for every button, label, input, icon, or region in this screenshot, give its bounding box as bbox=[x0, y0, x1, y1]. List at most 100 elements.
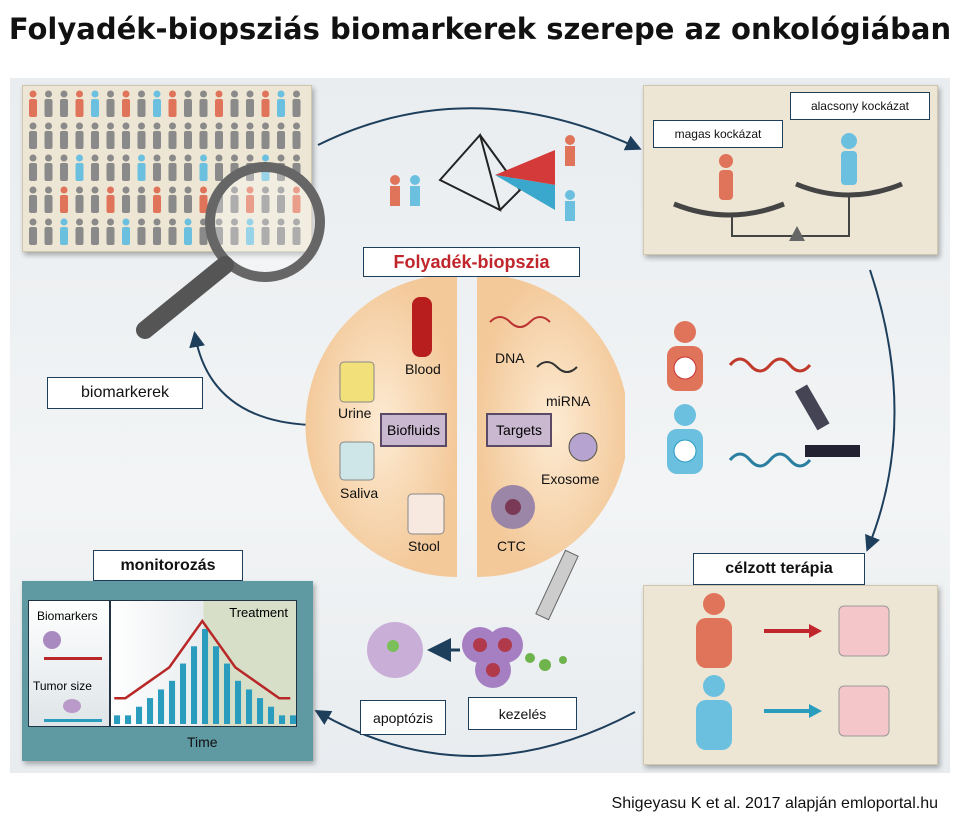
person-icon bbox=[91, 90, 99, 117]
person-icon bbox=[230, 122, 239, 149]
targeted-therapy-label: célzott terápia bbox=[693, 553, 865, 585]
person-icon bbox=[44, 90, 53, 117]
person-icon bbox=[230, 218, 239, 245]
person-icon bbox=[168, 154, 177, 181]
tumor-size-bar bbox=[279, 715, 286, 724]
person-icon bbox=[292, 90, 301, 117]
person-icon bbox=[44, 218, 53, 245]
person-icon bbox=[60, 218, 68, 245]
person-icon bbox=[277, 186, 285, 213]
person-icon bbox=[153, 122, 161, 149]
person-icon bbox=[153, 154, 161, 181]
person-icon bbox=[29, 218, 37, 245]
cell-icon bbox=[43, 631, 61, 649]
person-icon bbox=[106, 90, 115, 117]
treatment-cells-icon bbox=[367, 549, 579, 688]
person-icon bbox=[277, 90, 285, 117]
person-icon bbox=[91, 186, 99, 213]
person-icon bbox=[106, 186, 115, 213]
prism-stratification-icon bbox=[390, 132, 575, 221]
person-icon bbox=[153, 186, 161, 213]
legend-box: Biomarkers Tumor size bbox=[28, 600, 110, 727]
exosome-label: Exosome bbox=[541, 471, 600, 487]
targets-tag: Targets bbox=[486, 413, 552, 447]
person-icon bbox=[292, 186, 301, 213]
person-icon bbox=[91, 218, 99, 245]
person-icon bbox=[29, 186, 37, 213]
tumor-size-bar bbox=[268, 706, 275, 724]
person-icon bbox=[60, 186, 68, 213]
person-icon bbox=[199, 122, 208, 149]
tumor-size-bar bbox=[290, 715, 297, 724]
person-icon bbox=[261, 90, 270, 117]
monitoring-label: monitorozás bbox=[93, 550, 243, 581]
person-icon bbox=[215, 154, 223, 181]
tumor-size-bar bbox=[147, 698, 154, 724]
person-icon bbox=[122, 186, 130, 213]
tumor-size-bar bbox=[136, 706, 143, 724]
person-icon bbox=[168, 122, 177, 149]
person-icon bbox=[184, 154, 192, 181]
page-title: Folyadék-biopsziás biomarkerek szerepe a… bbox=[8, 12, 952, 46]
person-icon bbox=[184, 90, 192, 117]
therapy-patients-icon bbox=[696, 593, 890, 750]
person-icon bbox=[168, 186, 177, 213]
stool-label: Stool bbox=[408, 538, 440, 554]
tumor-size-bar bbox=[158, 689, 165, 724]
saliva-label: Saliva bbox=[340, 485, 379, 501]
biomarkers-label: biomarkerek bbox=[47, 377, 203, 409]
person-icon bbox=[199, 154, 208, 181]
tumor-size-bar bbox=[246, 689, 253, 724]
crowd-icon bbox=[29, 90, 301, 245]
person-icon bbox=[44, 154, 53, 181]
biomarker-line bbox=[114, 618, 291, 700]
person-icon bbox=[230, 90, 239, 117]
person-icon bbox=[261, 186, 270, 213]
treatment-label: kezelés bbox=[468, 697, 577, 730]
ctc-label: CTC bbox=[497, 538, 526, 554]
person-icon bbox=[29, 154, 37, 181]
tumor-bar-swatch bbox=[44, 719, 102, 722]
source-credit: Shigeyasu K et al. 2017 alapján emloport… bbox=[611, 795, 938, 812]
magnifier-icon bbox=[136, 162, 325, 339]
person-icon bbox=[199, 90, 208, 117]
person-icon bbox=[122, 122, 130, 149]
person-icon bbox=[75, 90, 84, 117]
person-icon bbox=[184, 186, 192, 213]
person-icon bbox=[29, 122, 37, 149]
tumor-size-bar bbox=[202, 629, 209, 724]
person-icon bbox=[75, 218, 84, 245]
person-icon bbox=[292, 218, 301, 245]
person-icon bbox=[215, 122, 223, 149]
tumor-size-legend: Tumor size bbox=[33, 679, 92, 693]
person-icon bbox=[277, 122, 285, 149]
person-icon bbox=[137, 154, 146, 181]
biomarker-line-swatch bbox=[44, 657, 102, 660]
tumor-size-bar bbox=[235, 680, 242, 724]
monitor-plot: Treatment bbox=[110, 600, 297, 727]
targeted-therapy-panel bbox=[643, 585, 938, 765]
high-risk-label: magas kockázat bbox=[653, 120, 783, 148]
patients-dna-microscope-icon bbox=[667, 321, 860, 474]
person-icon bbox=[106, 154, 115, 181]
person-icon bbox=[261, 218, 270, 245]
tumor-size-bar bbox=[180, 663, 187, 724]
person-icon bbox=[106, 122, 115, 149]
person-icon bbox=[137, 90, 146, 117]
person-icon bbox=[75, 154, 84, 181]
person-icon bbox=[122, 218, 130, 245]
monitor-chart bbox=[114, 618, 297, 724]
person-icon bbox=[29, 90, 37, 117]
person-icon bbox=[60, 90, 68, 117]
person-icon bbox=[168, 218, 177, 245]
person-icon bbox=[199, 186, 208, 213]
person-icon bbox=[246, 186, 254, 213]
person-icon bbox=[137, 218, 146, 245]
person-icon bbox=[137, 122, 146, 149]
biomarkers-legend: Biomarkers bbox=[37, 609, 98, 623]
tumor-size-bar bbox=[125, 715, 132, 724]
low-risk-label: alacsony kockázat bbox=[790, 92, 930, 120]
person-icon bbox=[292, 122, 301, 149]
balance-scale-icon bbox=[673, 133, 903, 241]
